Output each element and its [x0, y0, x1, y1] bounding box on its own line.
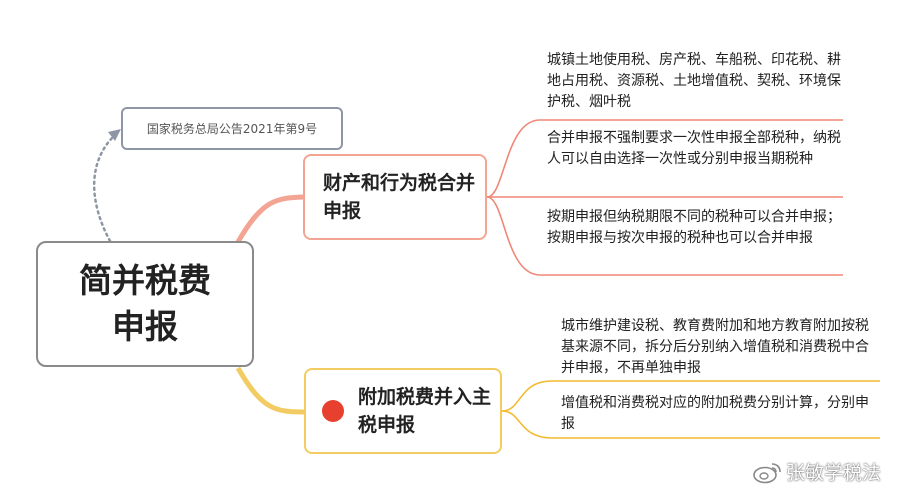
branch-topic-surcharge[interactable]: 附加税费并入主税申报 — [304, 368, 502, 454]
leaf-topic[interactable]: 增值税和消费税对应的附加税费分别计算，分别申报 — [561, 395, 869, 432]
connector-central-branch1 — [235, 194, 304, 244]
leaf-topic[interactable]: 按期申报但纳税期限不同的税种可以合并申报；按期申报与按次申报的税种也可以合并申报 — [547, 209, 841, 246]
watermark-text: 张敏学税法 — [786, 462, 882, 484]
central-topic-label: 简并税费申报 — [79, 261, 211, 346]
connector-central-branch2 — [235, 366, 305, 415]
red-circle-marker-icon — [322, 400, 344, 422]
watermark: 张敏学税法 — [752, 458, 881, 485]
branch-topic-label: 附加税费并入主税申报 — [358, 386, 492, 436]
fork-branch2-low — [501, 410, 880, 439]
branch-topic-label: 财产和行为税合并申报 — [323, 172, 476, 222]
fork-branch1-low — [486, 196, 843, 276]
reference-note: 国家税务总局公告2021年第9号 — [121, 107, 343, 150]
leaf-topic[interactable]: 合并申报不强制要求一次性申报全部税种，纳税人可以自由选择一次性或分别申报当期税种 — [547, 130, 841, 167]
central-topic[interactable]: 简并税费申报 — [36, 241, 254, 367]
branch-topic-property-behavior-tax[interactable]: 财产和行为税合并申报 — [303, 154, 487, 240]
leaf-topic[interactable]: 城镇土地使用税、房产税、车船税、印花税、耕地占用税、资源税、土地增值税、契税、环… — [547, 52, 841, 110]
leaf-topic[interactable]: 城市维护建设税、教育费附加和地方教育附加按税基来源不同，拆分后分别纳入增值税和消… — [561, 318, 869, 376]
fork-branch1 — [486, 119, 843, 198]
weibo-icon — [753, 462, 781, 483]
connector-note-arrow — [93, 132, 118, 243]
note-arrowhead — [108, 129, 121, 141]
reference-note-text: 国家税务总局公告2021年第9号 — [146, 122, 318, 136]
fork-branch2-up — [501, 380, 880, 412]
